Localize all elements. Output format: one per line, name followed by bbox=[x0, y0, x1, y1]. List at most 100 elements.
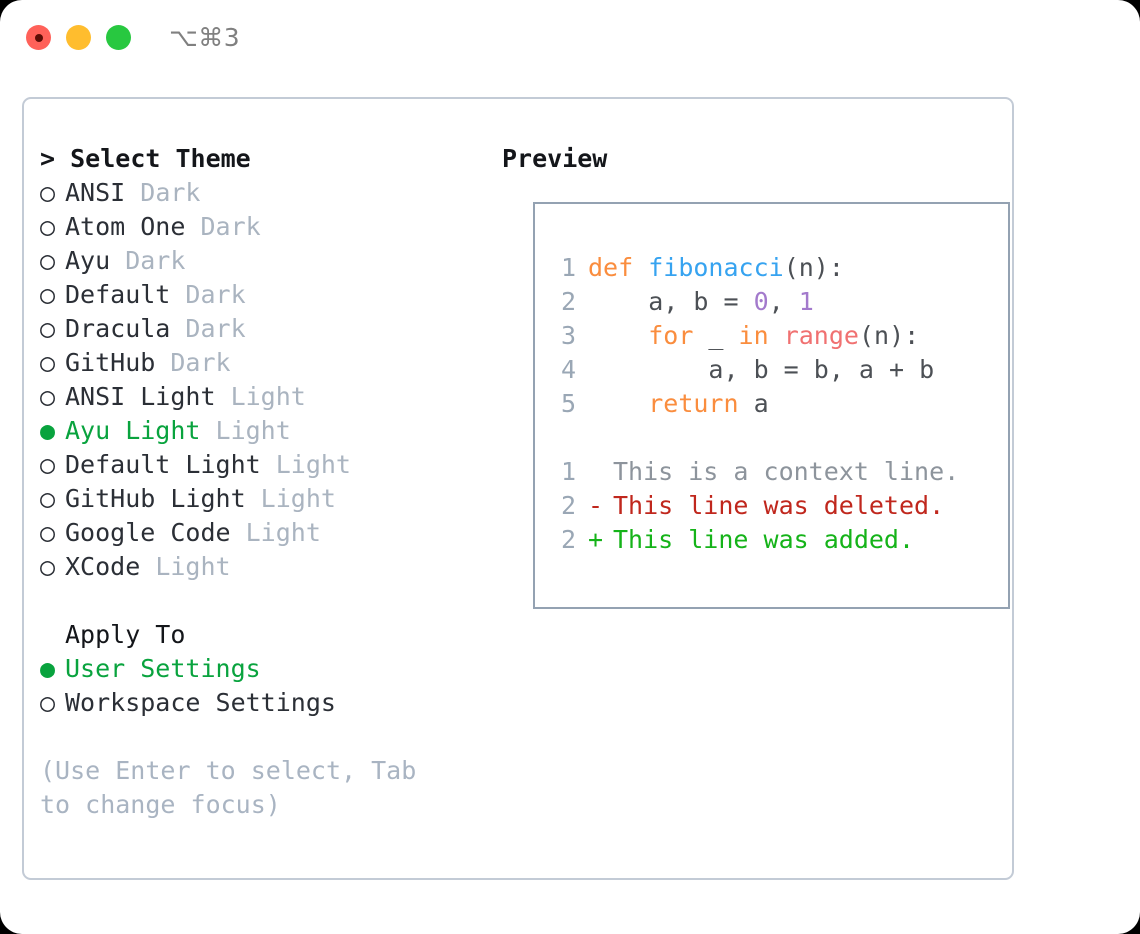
theme-variant-label: Dark bbox=[185, 212, 261, 241]
theme-variant-label: Light bbox=[215, 382, 306, 411]
code-token: def bbox=[588, 253, 649, 282]
code-line: 5 return a bbox=[551, 387, 959, 421]
theme-variant-label: Light bbox=[140, 552, 231, 581]
code-token bbox=[769, 321, 784, 350]
theme-name: Dracula bbox=[65, 314, 171, 343]
radio-unselected-icon: ○ bbox=[40, 348, 56, 377]
close-button[interactable] bbox=[26, 25, 51, 50]
line-number: 1 bbox=[560, 253, 576, 282]
diff-line: 1 This is a context line. bbox=[551, 455, 959, 489]
code-token: return bbox=[648, 389, 739, 418]
keyboard-shortcut-label: ⌥⌘3 bbox=[169, 23, 241, 52]
list-gap bbox=[40, 584, 500, 618]
radio-unselected-icon: ○ bbox=[40, 518, 56, 547]
theme-variant-label: Dark bbox=[125, 178, 201, 207]
keyboard-hint: (Use Enter to select, Tab to change focu… bbox=[40, 756, 432, 819]
radio-unselected-icon: ○ bbox=[40, 212, 56, 241]
code-token: , bbox=[768, 287, 799, 316]
theme-name: Atom One bbox=[65, 212, 186, 241]
theme-list-item[interactable]: ○ANSI Dark bbox=[40, 176, 500, 210]
theme-name: Google Code bbox=[65, 518, 231, 547]
theme-list-item[interactable]: ●Ayu Light Light bbox=[40, 414, 500, 448]
code-token: in bbox=[738, 321, 769, 350]
line-number: 2 bbox=[560, 287, 576, 316]
minimize-button[interactable] bbox=[66, 25, 91, 50]
radio-unselected-icon: ○ bbox=[40, 450, 56, 479]
theme-name: GitHub Light bbox=[65, 484, 246, 513]
line-number: 2 bbox=[560, 491, 576, 520]
radio-unselected-icon: ○ bbox=[40, 280, 56, 309]
theme-list-item[interactable]: ○ Dracula Dark bbox=[40, 312, 500, 346]
code-line: 2 a, b = 0, 1 bbox=[551, 285, 959, 319]
theme-name: GitHub bbox=[65, 348, 156, 377]
theme-list-item[interactable]: ○ GitHub Light Light bbox=[40, 482, 500, 516]
line-number: 5 bbox=[560, 389, 576, 418]
line-number: 1 bbox=[560, 457, 576, 486]
radio-unselected-icon: ○ bbox=[40, 484, 56, 513]
code-token: range bbox=[783, 321, 859, 350]
apply-to-option-label: User Settings bbox=[65, 654, 261, 683]
code-token: _ bbox=[693, 321, 739, 350]
theme-variant-label: Dark bbox=[110, 246, 186, 275]
theme-variant-label: Light bbox=[245, 484, 336, 513]
radio-unselected-icon: ○ bbox=[40, 314, 56, 343]
diff-text: This is a context line. bbox=[613, 457, 960, 486]
code-token: a, b = bbox=[588, 287, 754, 316]
theme-name: Ayu Light bbox=[65, 416, 201, 445]
radio-unselected-icon: ○ bbox=[40, 552, 56, 581]
theme-name: ANSI Light bbox=[65, 382, 216, 411]
title-bar: ⌥⌘3 bbox=[0, 0, 1140, 78]
theme-list-item[interactable]: ○Ayu Dark bbox=[40, 244, 500, 278]
theme-name: Default bbox=[65, 280, 171, 309]
code-token: a bbox=[738, 389, 769, 418]
diff-text: This line was deleted. bbox=[613, 491, 945, 520]
theme-variant-label: Light bbox=[200, 416, 291, 445]
code-token bbox=[588, 321, 648, 350]
radio-unselected-icon: ○ bbox=[40, 382, 56, 411]
maximize-button[interactable] bbox=[106, 25, 131, 50]
prompt-caret: > bbox=[40, 144, 71, 173]
theme-list-item[interactable]: ○ ANSI Light Light bbox=[40, 380, 500, 414]
code-token: (n): bbox=[858, 321, 920, 350]
theme-name: Ayu bbox=[65, 246, 111, 275]
theme-list-item[interactable]: ○ Default Dark bbox=[40, 278, 500, 312]
theme-variant-label: Dark bbox=[170, 280, 246, 309]
radio-unselected-icon: ○ bbox=[40, 688, 56, 717]
theme-name: ANSI bbox=[65, 178, 126, 207]
apply-to-option[interactable]: ○Workspace Settings bbox=[40, 686, 500, 720]
code-blank-line bbox=[551, 421, 959, 455]
theme-list-item[interactable]: ○Default Light Light bbox=[40, 448, 500, 482]
diff-text: This line was added. bbox=[613, 525, 915, 554]
theme-variant-label: Dark bbox=[155, 348, 231, 377]
code-line: 3 for _ in range(n): bbox=[551, 319, 959, 353]
code-token: for bbox=[648, 321, 694, 350]
code-token: (n): bbox=[783, 253, 844, 282]
main-panel: > Select Theme ○ANSI Dark○Atom One Dark○… bbox=[22, 97, 1014, 880]
traffic-lights bbox=[26, 25, 131, 50]
radio-selected-icon: ● bbox=[40, 654, 56, 683]
code-token: 1 bbox=[798, 287, 814, 316]
apply-to-list[interactable]: ● User Settings ○Workspace Settings bbox=[40, 652, 500, 720]
line-number: 4 bbox=[560, 355, 576, 384]
theme-name: XCode bbox=[65, 552, 141, 581]
code-token: 0 bbox=[753, 287, 769, 316]
theme-list[interactable]: ○ANSI Dark○Atom One Dark○Ayu Dark○Defaul… bbox=[40, 176, 500, 584]
theme-list-item[interactable]: ○ GitHub Dark bbox=[40, 346, 500, 380]
theme-list-item[interactable]: ○ XCode Light bbox=[40, 550, 500, 584]
theme-list-item[interactable]: ○Google Code Light bbox=[40, 516, 500, 550]
select-theme-title: Select Theme bbox=[70, 144, 251, 173]
diff-line: 2-This line was deleted. bbox=[551, 489, 959, 523]
diff-marker bbox=[588, 455, 613, 489]
theme-variant-label: Light bbox=[260, 450, 351, 479]
theme-variant-label: Dark bbox=[170, 314, 246, 343]
close-active-dot bbox=[34, 33, 43, 42]
theme-list-item[interactable]: ○ Atom One Dark bbox=[40, 210, 500, 244]
code-token: a, b = b, a + b bbox=[588, 355, 935, 384]
apply-to-option[interactable]: ● User Settings bbox=[40, 652, 500, 686]
theme-selection-column: > Select Theme ○ANSI Dark○Atom One Dark○… bbox=[40, 142, 500, 822]
diff-marker: + bbox=[588, 525, 604, 554]
